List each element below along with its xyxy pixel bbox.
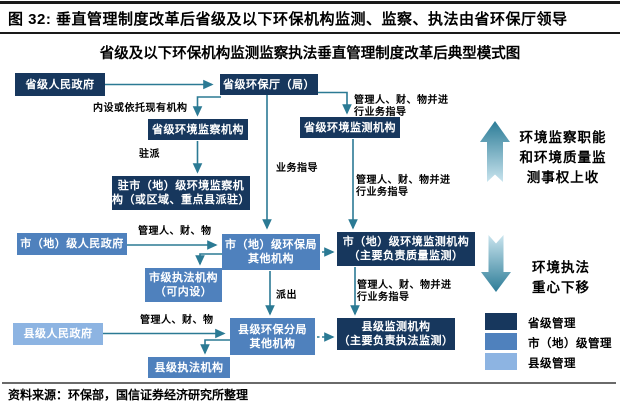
node-city-epb-other: 市（地）级环保局 其他机构 xyxy=(222,234,320,270)
edge-label-business-guidance: 业务指导 xyxy=(276,163,318,174)
edge-label-internal-setup: 内设或依托现有机构 xyxy=(93,103,188,114)
node-county-enforcement: 县级执法机构 xyxy=(148,357,230,378)
arrow-provepd-to-provmon xyxy=(318,91,352,115)
edge-label-dispatch-out: 派出 xyxy=(276,290,297,301)
title-divider xyxy=(0,32,620,34)
edge-label-manage-guide-3: 管理人、财、物并进 行业务指导 xyxy=(357,280,452,303)
node-city-government: 市（地）级人民政府 xyxy=(17,233,127,255)
node-county-monitoring: 县级监测机构 （主要负责执法监测） xyxy=(337,318,455,350)
node-county-epb-other: 县级环保分局 其他机构 xyxy=(230,318,315,355)
arrow-cityepb-to-citylaw xyxy=(195,253,222,266)
note-powers-centralized: 环境监察职能 和环境质量监 测事权上收 xyxy=(519,130,607,185)
note-enforcement-down: 环境执法 重心下移 xyxy=(532,260,590,295)
node-city-enforcement: 市级执法机构 （可内设） xyxy=(145,268,222,302)
diagram-subtitle: 省级及以下环保机构监测监察执法垂直管理制度改革后典型模式图 xyxy=(99,46,521,62)
big-up-arrow xyxy=(480,121,510,182)
top-rule xyxy=(0,1,620,4)
node-provincial-government: 省级人民政府 xyxy=(15,73,105,96)
legend-swatch-provincial xyxy=(485,313,517,330)
source-note: 资料来源：环保部，国信证券经济研究所整理 xyxy=(8,388,249,401)
edge-label-manage-guide-2: 管理人、财、物并进 行业务指导 xyxy=(356,175,451,198)
edge-label-manage-pcw-city: 管理人、财、物 xyxy=(138,226,212,237)
big-down-arrow xyxy=(481,235,511,292)
node-city-supervision-station: 驻市（地）级环境监察机 构（或区域、重点县派驻） xyxy=(112,176,250,210)
legend-swatch-city xyxy=(485,333,517,350)
arrow-provepd-to-provsup xyxy=(192,96,221,117)
legend-label-county: 县级管理 xyxy=(528,358,576,370)
arrow-cntyepb-to-cntylaw xyxy=(200,339,230,355)
legend-swatch-county xyxy=(485,353,517,370)
bottom-rule xyxy=(2,382,616,384)
edge-label-dispatch-station: 驻派 xyxy=(139,149,160,160)
legend-label-provincial: 省级管理 xyxy=(528,318,576,330)
edge-label-manage-pcw-county: 管理人、财、物 xyxy=(140,315,214,326)
edge-label-manage-guide-1: 管理人、财、物并进 行业务指导 xyxy=(354,95,449,118)
node-provincial-supervision: 省级环境监察机构 xyxy=(148,119,248,140)
node-provincial-epd: 省级环保厅（局） xyxy=(220,74,318,95)
node-county-government: 县级人民政府 xyxy=(13,323,103,345)
legend-label-city: 市（地）级管理 xyxy=(528,338,612,350)
node-city-monitoring: 市（地）级环境监测机构 （主要负责质量监测） xyxy=(337,232,475,266)
figure-title: 图 32: 垂直管理制度改革后省级及以下环保机构监测、监察、执法由省环保厅领导 xyxy=(8,11,568,28)
node-provincial-monitoring: 省级环境监测机构 xyxy=(300,117,400,138)
